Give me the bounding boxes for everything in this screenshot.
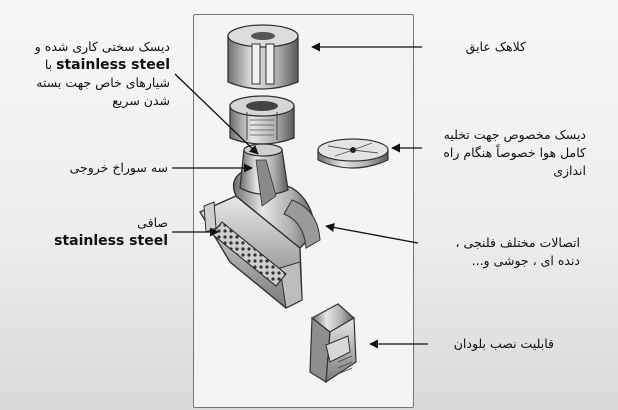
leader-arrows xyxy=(172,42,428,349)
blowdown-bolt-part xyxy=(309,303,357,384)
cap-nut-part xyxy=(229,95,295,145)
label-vent-disc: دیسک مخصوص جهت تخلیه کامل هوا خصوصاً هنگ… xyxy=(443,126,586,180)
label-disc-with: با xyxy=(44,57,53,72)
label-vent-line3: اندازی xyxy=(553,163,586,178)
arrow-connections xyxy=(325,223,419,244)
label-strainer: صافی stainless steel xyxy=(54,214,168,250)
label-vent-line2: کامل هوا خصوصاً هنگام راه xyxy=(443,145,586,160)
label-disc-material: stainless steel xyxy=(56,57,170,73)
label-connections-line2: دنده ای ، جوشی و... xyxy=(471,253,580,268)
label-cap: کلاهک عایق xyxy=(465,39,526,54)
label-connections-line1: اتصالات مختلف فلنجی ، xyxy=(455,235,580,250)
label-strainer-line1: صافی xyxy=(137,215,168,230)
label-strainer-material: stainless steel xyxy=(54,233,168,249)
label-connections: اتصالات مختلف فلنجی ، دنده ای ، جوشی و..… xyxy=(456,234,580,270)
label-disc-line2: stainless steel با xyxy=(35,56,170,74)
label-disc-line3: شیارهای خاص جهت بسته xyxy=(36,75,170,90)
label-disc-line1: دیسک سختی کاری شده و xyxy=(34,39,170,54)
vent-disc-part xyxy=(317,138,389,169)
label-bolt: قابلیت نصب بلودان xyxy=(453,336,554,351)
arrow-disc xyxy=(174,73,259,155)
label-outlets: سه سوراخ خروجی xyxy=(69,160,168,175)
label-vent-line1: دیسک مخصوص جهت تخلیه xyxy=(443,127,586,142)
insulating-cap-part xyxy=(227,24,299,90)
label-disc-line4: شدن سریع xyxy=(112,93,170,108)
label-disc: دیسک سختی کاری شده و stainless steel با … xyxy=(35,38,170,110)
